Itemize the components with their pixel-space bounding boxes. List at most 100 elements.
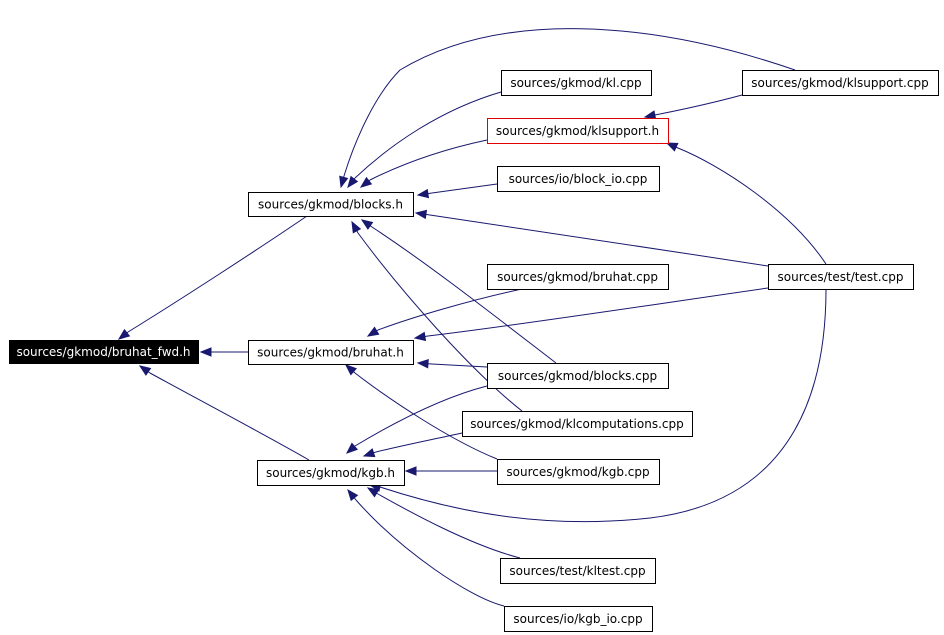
node-label[interactable]: sources/gkmod/kgb.cpp xyxy=(506,465,649,479)
node-label[interactable]: sources/test/kltest.cpp xyxy=(509,564,645,578)
arrowhead xyxy=(404,466,417,476)
edge-test-cpp-to-blocks-h xyxy=(414,209,769,267)
node-box[interactable] xyxy=(487,118,669,144)
arrowhead xyxy=(414,209,428,220)
arrowhead xyxy=(138,365,152,376)
edge-line xyxy=(354,91,502,179)
edge-line xyxy=(369,139,488,181)
node-test-cpp[interactable]: sources/test/test.cpp xyxy=(768,264,914,290)
edge-klsupport-h-to-blocks-h xyxy=(359,139,488,188)
edge-kgb-cpp-to-kgb-h xyxy=(404,466,497,476)
edge-line-tail xyxy=(654,113,661,116)
edge-line xyxy=(127,215,308,333)
arrowhead xyxy=(199,347,212,357)
node-box[interactable] xyxy=(497,166,660,192)
edge-block-io-cpp-to-blocks-h xyxy=(416,183,498,199)
node-box[interactable] xyxy=(768,264,914,290)
edge-bruhat-h-to-bruhat-fwd-h xyxy=(199,347,248,357)
node-box[interactable] xyxy=(742,70,939,96)
arrowhead xyxy=(359,176,373,188)
arrowhead xyxy=(366,487,380,498)
edge-line xyxy=(431,183,498,194)
nodes-layer: sources/gkmod/bruhat_fwd.h sources/gkmod/… xyxy=(9,70,939,632)
edge-line xyxy=(357,232,523,412)
node-label[interactable]: sources/gkmod/blocks.cpp xyxy=(498,369,657,383)
arrowhead xyxy=(344,364,357,376)
edge-blocks-cpp-to-bruhat-h xyxy=(416,359,488,369)
node-box[interactable] xyxy=(500,558,656,584)
edge-kltest-cpp-to-kgb-h xyxy=(366,487,521,559)
node-klcomputations-cpp[interactable]: sources/gkmod/klcomputations.cpp xyxy=(462,411,693,437)
edge-line xyxy=(429,214,769,267)
edge-test-cpp-to-klsupport-h xyxy=(665,142,827,265)
arrowhead xyxy=(347,488,359,502)
node-box[interactable] xyxy=(504,606,653,632)
node-blocks-h[interactable]: sources/gkmod/blocks.h xyxy=(248,192,414,217)
edge-line xyxy=(379,288,827,523)
edge-test-cpp-to-kgb-h xyxy=(368,288,827,523)
edge-kl-cpp-to-blocks-h xyxy=(347,91,502,189)
node-box[interactable] xyxy=(487,363,669,389)
node-label[interactable]: sources/gkmod/kl.cpp xyxy=(510,76,641,90)
node-kl-cpp[interactable]: sources/gkmod/kl.cpp xyxy=(501,70,652,96)
node-label[interactable]: sources/gkmod/kgb.h xyxy=(266,466,395,480)
edge-line xyxy=(375,432,463,453)
node-klsupport-h[interactable]: sources/gkmod/klsupport.h xyxy=(487,118,669,144)
edge-line xyxy=(677,147,827,265)
node-klsupport-cpp[interactable]: sources/gkmod/klsupport.cpp xyxy=(742,70,939,96)
arrowhead xyxy=(117,328,131,340)
arrowhead xyxy=(643,110,657,120)
edge-klcomputations-cpp-to-kgb-h xyxy=(362,432,463,458)
node-label[interactable]: sources/io/kgb_io.cpp xyxy=(513,612,642,626)
node-box[interactable] xyxy=(9,340,199,364)
node-kgb-h[interactable]: sources/gkmod/kgb.h xyxy=(257,460,405,486)
edge-line xyxy=(371,226,557,364)
arrowhead xyxy=(360,219,374,230)
node-bruhat-cpp[interactable]: sources/gkmod/bruhat.cpp xyxy=(487,264,669,290)
node-kgb-io-cpp[interactable]: sources/io/kgb_io.cpp xyxy=(504,606,653,632)
node-box[interactable] xyxy=(497,459,660,485)
edge-line xyxy=(354,372,498,460)
edge-line-tail xyxy=(427,192,433,195)
node-label[interactable]: sources/gkmod/klsupport.h xyxy=(496,124,659,138)
node-bruhat-fwd-h[interactable]: sources/gkmod/bruhat_fwd.h xyxy=(9,340,199,364)
edge-blocks-h-to-bruhat-fwd-h xyxy=(117,215,308,340)
edge-kgb-h-to-bruhat-fwd-h xyxy=(138,365,310,461)
edge-klsupport-cpp-to-klsupport-h xyxy=(643,94,743,120)
arrowhead xyxy=(345,442,359,454)
node-box[interactable] xyxy=(462,411,693,437)
node-label[interactable]: sources/test/test.cpp xyxy=(778,270,904,284)
node-block-io-cpp[interactable]: sources/io/block_io.cpp xyxy=(497,166,660,192)
edges-layer xyxy=(117,28,827,607)
edge-line xyxy=(377,493,521,559)
edge-line xyxy=(659,94,743,115)
node-kgb-cpp[interactable]: sources/gkmod/kgb.cpp xyxy=(497,459,660,485)
node-label[interactable]: sources/gkmod/blocks.h xyxy=(258,198,403,212)
node-kltest-cpp[interactable]: sources/test/kltest.cpp xyxy=(500,558,656,584)
arrowhead xyxy=(339,175,349,189)
arrowhead xyxy=(362,448,376,458)
edge-bruhat-cpp-to-bruhat-h xyxy=(366,288,523,337)
node-box[interactable] xyxy=(501,70,652,96)
node-label[interactable]: sources/gkmod/klcomputations.cpp xyxy=(470,417,683,431)
node-box[interactable] xyxy=(248,192,414,217)
node-box[interactable] xyxy=(257,460,405,486)
arrowhead xyxy=(413,331,427,342)
edge-kgb-cpp-to-bruhat-h xyxy=(344,364,498,460)
node-label[interactable]: sources/gkmod/bruhat_fwd.h xyxy=(16,345,190,359)
node-blocks-cpp[interactable]: sources/gkmod/blocks.cpp xyxy=(487,363,669,389)
arrowhead xyxy=(347,175,359,189)
node-box[interactable] xyxy=(487,264,669,290)
node-label[interactable]: sources/io/block_io.cpp xyxy=(509,172,648,186)
edge-line xyxy=(149,372,310,461)
edge-blocks-cpp-to-blocks-h xyxy=(360,219,557,364)
edge-line xyxy=(427,287,769,337)
node-label[interactable]: sources/gkmod/bruhat.h xyxy=(257,346,404,360)
arrowhead xyxy=(416,359,429,369)
arrowhead xyxy=(366,326,380,337)
node-box[interactable] xyxy=(248,340,414,365)
edge-blocks-cpp-to-kgb-h xyxy=(345,385,488,454)
node-label[interactable]: sources/gkmod/klsupport.cpp xyxy=(751,76,928,90)
node-label[interactable]: sources/gkmod/bruhat.cpp xyxy=(497,270,658,284)
node-bruhat-h[interactable]: sources/gkmod/bruhat.h xyxy=(248,340,414,365)
